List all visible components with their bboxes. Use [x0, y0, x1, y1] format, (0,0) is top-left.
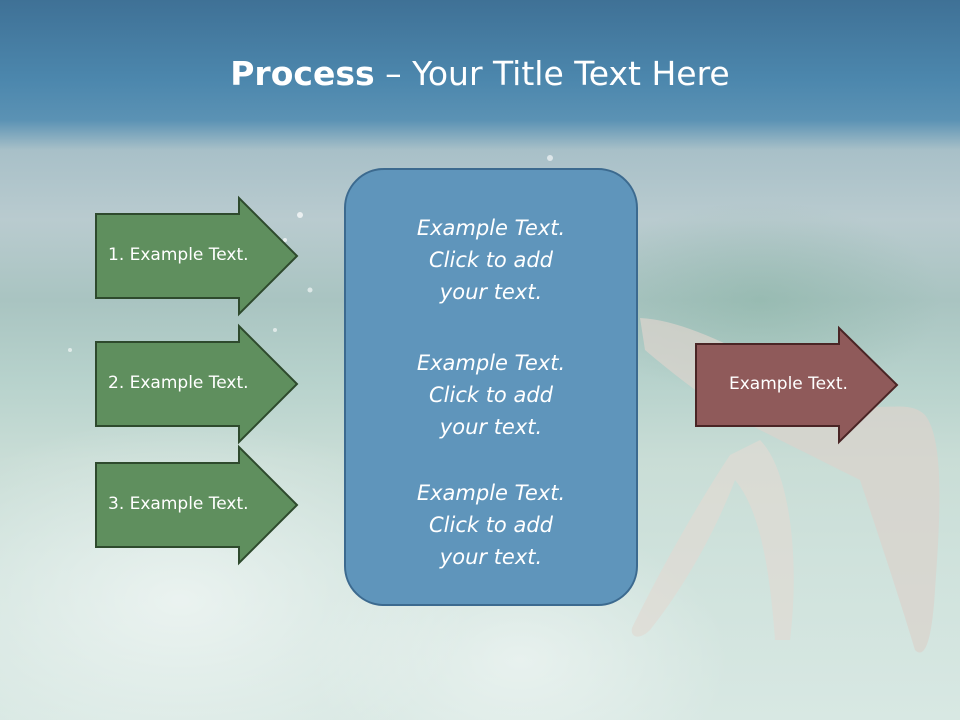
center-paragraph-3-line-1: Example Text. [416, 481, 566, 505]
center-paragraph-2[interactable]: Example Text. Click to add your text. [344, 347, 638, 443]
left-arrow-2[interactable] [95, 323, 299, 445]
center-paragraph-1-line-2: Click to add [428, 248, 553, 272]
center-paragraph-1-line-3: your text. [439, 280, 543, 304]
center-paragraph-3[interactable]: Example Text. Click to add your text. [344, 477, 638, 573]
left-arrow-3-label: 3. Example Text. [108, 494, 249, 514]
center-paragraph-3-line-3: your text. [439, 545, 543, 569]
center-paragraph-1-line-1: Example Text. [416, 216, 566, 240]
center-paragraph-3-line-2: Click to add [428, 513, 553, 537]
center-text-box[interactable] [344, 168, 638, 606]
center-paragraph-2-line-1: Example Text. [416, 351, 566, 375]
slide-title[interactable]: Process – Your Title Text Here [0, 52, 960, 96]
title-bold-word: Process [230, 54, 375, 93]
right-arrow[interactable] [695, 325, 899, 445]
left-arrow-1[interactable] [95, 195, 299, 317]
center-paragraph-1[interactable]: Example Text. Click to add your text. [344, 212, 638, 308]
title-rest-text: – Your Title Text Here [374, 54, 730, 93]
left-arrow-1-label: 1. Example Text. [108, 245, 249, 265]
left-arrow-2-label: 2. Example Text. [108, 373, 249, 393]
right-arrow-label: Example Text. [729, 374, 848, 394]
left-arrow-3[interactable] [95, 444, 299, 566]
center-paragraph-2-line-3: your text. [439, 415, 543, 439]
center-paragraph-2-line-2: Click to add [428, 383, 553, 407]
